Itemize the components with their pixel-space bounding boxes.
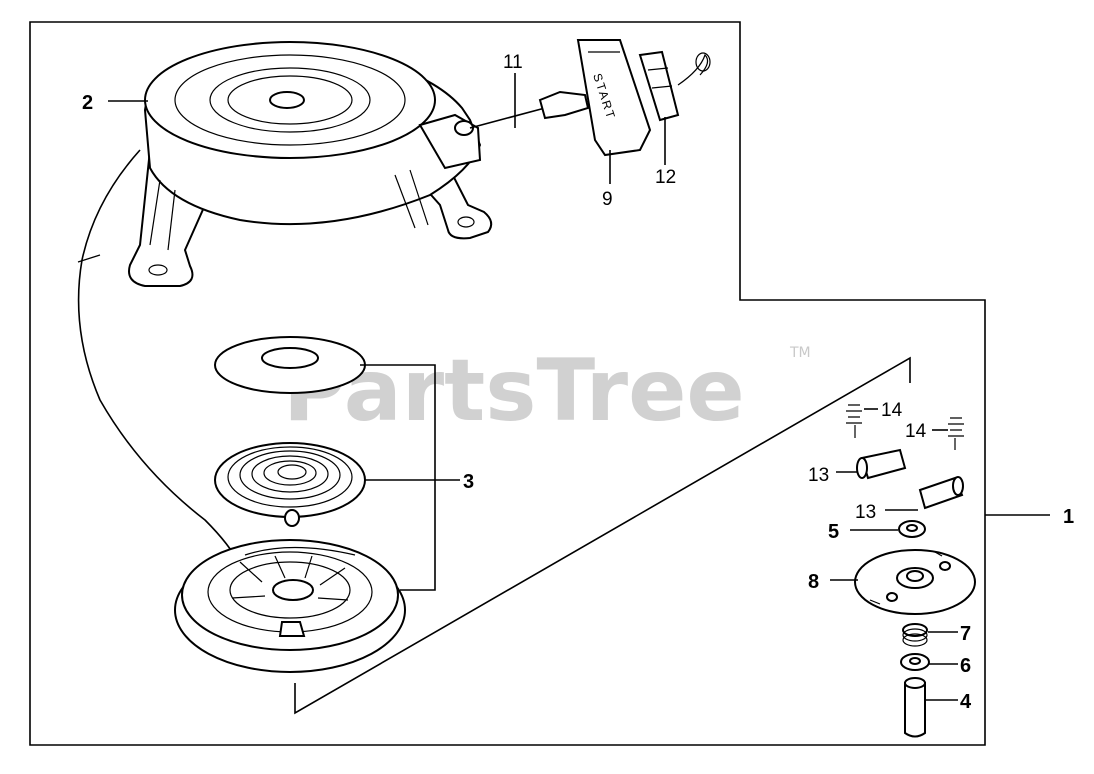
washer-plate — [214, 336, 366, 394]
callout-2: 2 — [82, 92, 93, 114]
callout-7: 7 — [960, 623, 971, 645]
callout-13a: 13 — [808, 465, 829, 486]
spring-14b — [948, 417, 964, 450]
sub-assembly-outline — [294, 356, 911, 715]
rope-loop — [77, 149, 241, 566]
callout-14a: 14 — [881, 400, 903, 421]
ratchet-13b — [918, 476, 964, 510]
watermark-trademark: TM — [789, 345, 811, 361]
callout-5: 5 — [828, 521, 839, 543]
callout-9: 9 — [602, 189, 613, 210]
callout-12: 12 — [655, 167, 676, 188]
callout-3: 3 — [463, 471, 474, 493]
starter-rope — [469, 107, 546, 129]
callout-11: 11 — [503, 52, 523, 73]
callout-3-bracket — [360, 364, 460, 591]
spring-7 — [902, 623, 928, 647]
callout-4: 4 — [960, 691, 972, 713]
spring-14a — [846, 404, 862, 438]
starter-housing — [128, 41, 493, 287]
callout-8: 8 — [808, 571, 819, 593]
collar-4 — [904, 677, 926, 738]
washer-6 — [900, 653, 930, 671]
rope-insert — [638, 50, 711, 122]
callout-14b: 14 — [905, 421, 927, 442]
callout-6: 6 — [960, 655, 971, 677]
callout-1: 1 — [1063, 506, 1074, 528]
ratchet-guide-8 — [854, 549, 976, 615]
recoil-spring — [214, 442, 366, 527]
starter-handle: START — [538, 39, 652, 157]
starter-reel — [174, 539, 406, 673]
diagram-border — [29, 21, 986, 746]
washer-5 — [898, 520, 926, 538]
callout-13b: 13 — [855, 502, 876, 523]
ratchet-13a — [856, 448, 907, 480]
